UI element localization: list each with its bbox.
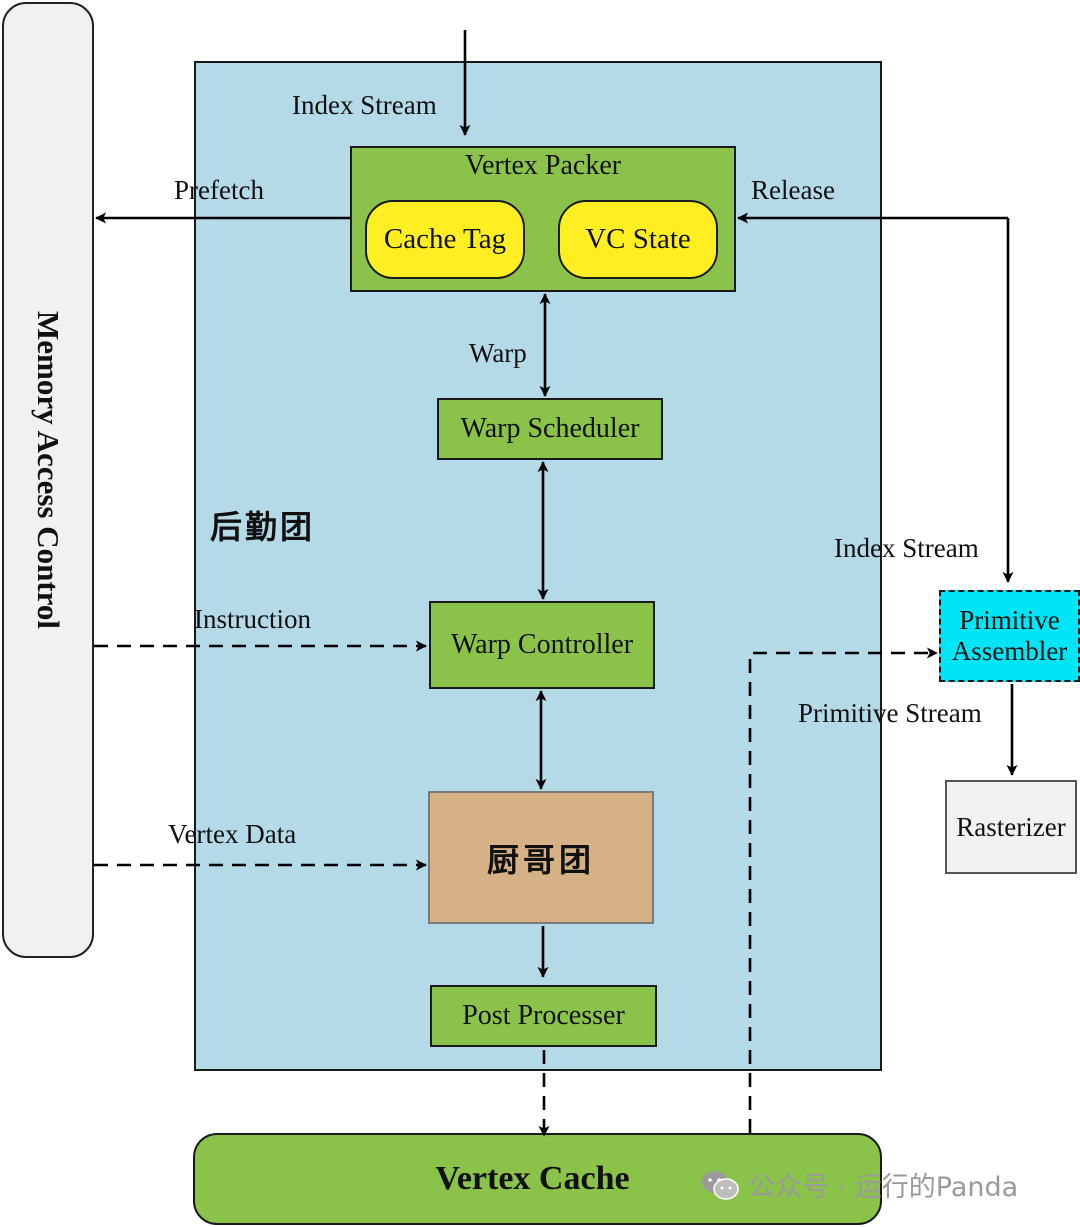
primitive-assembler-line1: Primitive [959,604,1060,635]
vertex-cache-block: Vertex Cache [193,1133,882,1225]
cache-to-assembler-arrow [748,647,938,1133]
chef-group-block: 厨哥团 [428,791,654,924]
vertex-packer-title: Vertex Packer [464,150,622,181]
label-release: Release [751,175,835,205]
warp-scheduler-block: Warp Scheduler [437,398,663,460]
wechat-icon [702,1170,739,1200]
label-instruction: Instruction [194,604,311,634]
warp-controller-block: Warp Controller [429,601,655,689]
primitive-assembler-line2: Assembler [951,636,1068,666]
label-index-stream-top: Index Stream [292,90,437,120]
post-processer-block: Post Processer [430,985,657,1047]
vc-state-pill: VC State [558,200,718,279]
label-prefetch: Prefetch [174,175,264,205]
watermark-text: 公众号 · 运行的Panda [748,1172,1019,1203]
label-index-stream-right: Index Stream [834,533,979,563]
label-vertex-data: Vertex Data [168,819,297,849]
watermark: 公众号 · 运行的Panda [700,1165,1018,1204]
label-primitive-stream: Primitive Stream [798,698,982,728]
label-warp: Warp [469,338,527,368]
backend-group-label: 后勤团 [210,508,316,546]
primitive-assembler-block: Primitive Assembler [939,590,1080,682]
cache-tag-pill: Cache Tag [365,200,525,279]
memory-access-control-block [2,2,94,958]
rasterizer-block: Rasterizer [945,780,1077,874]
